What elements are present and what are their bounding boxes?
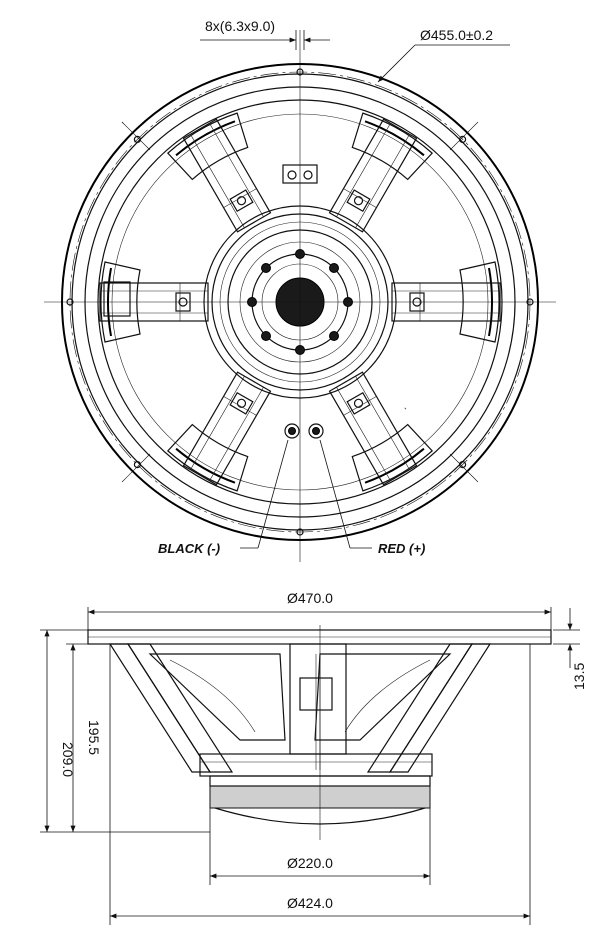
cone-right xyxy=(314,653,452,741)
terminal-negative-label: BLACK (-) xyxy=(158,541,220,556)
overall-diameter-label: Ø470.0 xyxy=(287,590,333,606)
terminal-negative-post xyxy=(284,423,300,439)
front-view: 8x(6.3x9.0) Ø455.0±0.2 BLACK (-) RED (+) xyxy=(44,18,556,562)
mount-holes-label: 8x(6.3x9.0) xyxy=(205,18,275,34)
cone-left xyxy=(148,653,286,741)
flange-thickness-label: 13.5 xyxy=(571,663,587,690)
bolt-circle-label: Ø455.0±0.2 xyxy=(420,27,493,43)
side-view: Ø470.0 13.5 xyxy=(40,590,587,925)
terminal-block xyxy=(103,281,131,317)
total-depth-label: 209.0 xyxy=(60,742,76,777)
terminal-positive-label: RED (+) xyxy=(378,541,425,556)
mounting-depth-label: 195.5 xyxy=(86,720,102,755)
baffle-cutout-label: Ø424.0 xyxy=(287,895,333,911)
terminal-positive-post xyxy=(308,423,324,439)
magnet-diameter-label: Ø220.0 xyxy=(287,855,333,871)
